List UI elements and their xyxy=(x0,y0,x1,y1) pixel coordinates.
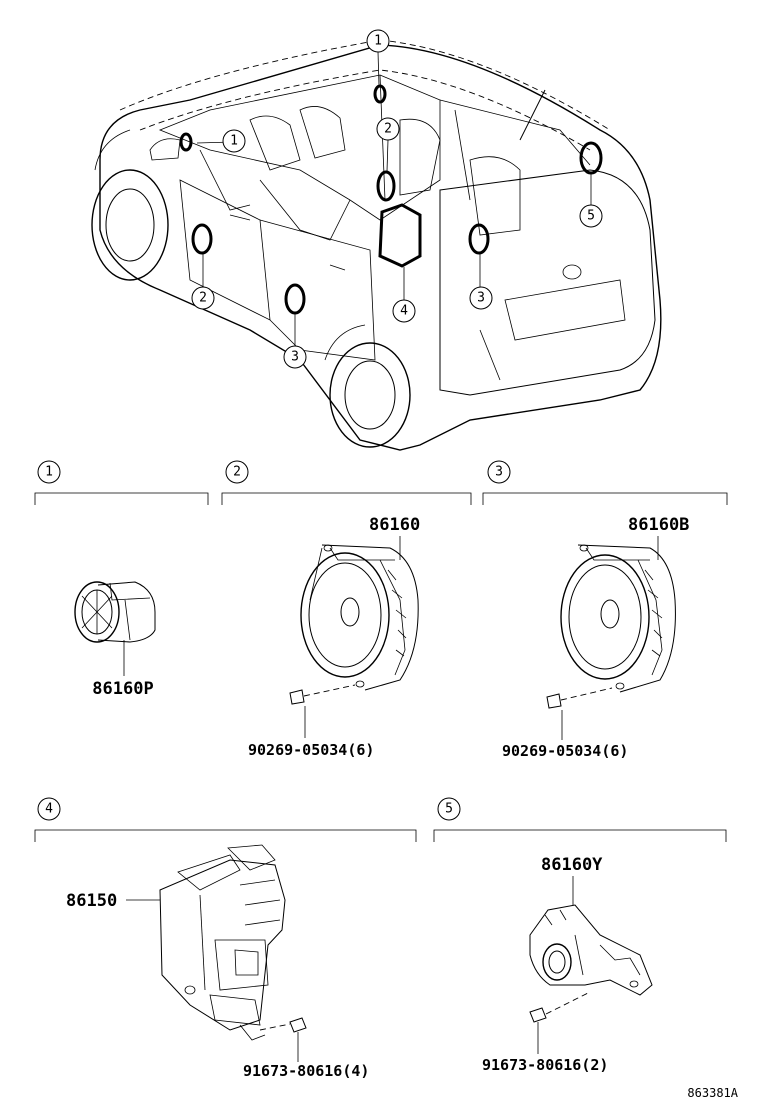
tweeter-86160p-illustration xyxy=(74,581,156,676)
svg-text:5: 5 xyxy=(587,209,595,224)
part-number-90269-05034-right: 90269-05034(6) xyxy=(502,742,628,760)
callout-2-front: 2 xyxy=(191,286,215,310)
callout-3-rear-door: 3 xyxy=(283,345,307,369)
callout-1-front: 1 xyxy=(222,129,246,153)
svg-text:4: 4 xyxy=(400,304,408,319)
section-3-header: 3 xyxy=(482,460,728,505)
vehicle-illustration xyxy=(91,39,662,451)
svg-text:3: 3 xyxy=(495,465,503,480)
part-number-91673-80616-right: 91673-80616(2) xyxy=(482,1056,608,1074)
speaker-86160b-illustration xyxy=(546,536,676,740)
section-5-header: 5 xyxy=(433,797,727,842)
callout-2-top: 2 xyxy=(376,117,400,141)
callout-4: 4 xyxy=(392,299,416,323)
svg-text:2: 2 xyxy=(233,465,241,480)
callout-1-top: 1 xyxy=(366,29,390,53)
diagram-reference-code: 863381A xyxy=(687,1086,738,1100)
svg-text:1: 1 xyxy=(230,134,238,149)
callout-5: 5 xyxy=(579,204,603,228)
svg-text:4: 4 xyxy=(45,802,53,817)
svg-text:1: 1 xyxy=(45,465,53,480)
svg-text:1: 1 xyxy=(374,34,382,49)
svg-text:5: 5 xyxy=(445,802,453,817)
part-number-86160y: 86160Y xyxy=(541,855,603,875)
section-2-header: 2 xyxy=(221,460,472,505)
callout-3-rear: 3 xyxy=(469,286,493,310)
part-number-86160p: 86160P xyxy=(92,679,153,699)
speaker-86160-illustration xyxy=(289,536,419,738)
part-number-91673-80616-left: 91673-80616(4) xyxy=(243,1062,369,1080)
speaker-86160y-illustration xyxy=(529,876,653,1054)
svg-text:2: 2 xyxy=(384,122,392,137)
section-1-header: 1 xyxy=(34,460,209,505)
svg-text:3: 3 xyxy=(291,350,299,365)
part-number-86160: 86160 xyxy=(369,515,420,535)
part-number-86150: 86150 xyxy=(66,891,117,911)
svg-text:3: 3 xyxy=(477,291,485,306)
part-number-86160b: 86160B xyxy=(628,515,689,535)
part-number-90269-05034-left: 90269-05034(6) xyxy=(248,741,374,759)
callout-leaders xyxy=(196,51,592,346)
svg-text:2: 2 xyxy=(199,291,207,306)
section-4-header: 4 xyxy=(34,797,417,842)
amplifier-86150-illustration xyxy=(126,844,307,1062)
